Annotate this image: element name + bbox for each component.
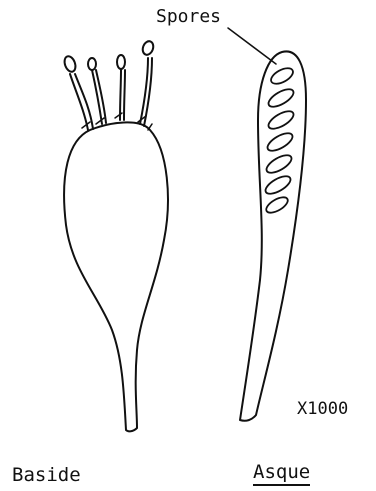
spores-leader-line	[228, 28, 276, 64]
ascospore-5	[264, 152, 294, 176]
magnification-label: X1000	[297, 401, 348, 418]
sterigma-1b	[75, 74, 93, 129]
basidium-caption: Baside	[12, 466, 81, 485]
ascospore-3	[266, 108, 296, 132]
ascus-spores	[263, 65, 296, 216]
spores-label: Spores	[156, 8, 221, 26]
ascospore-1	[269, 65, 296, 87]
sterigma-3b	[124, 70, 125, 120]
basidiospore-3	[117, 55, 125, 69]
ascospore-7	[264, 194, 290, 216]
basidium-spores	[63, 40, 156, 74]
basidium-sterigmata	[70, 58, 152, 130]
ascospore-4	[265, 130, 295, 154]
sterigma-3	[120, 70, 121, 120]
basidiospore-4	[141, 40, 155, 57]
basidiospore-2	[88, 58, 96, 70]
ascospore-2	[266, 86, 296, 110]
basidium-outline	[64, 122, 168, 431]
basidiospore-1	[63, 55, 78, 73]
ascospore-6	[263, 173, 293, 197]
ascus-caption: Asque	[253, 463, 310, 486]
